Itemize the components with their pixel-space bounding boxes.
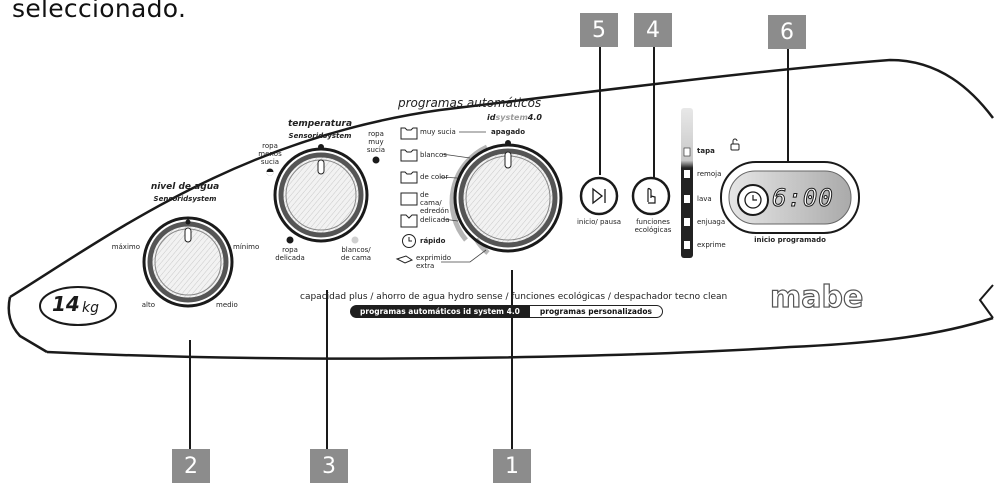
programs-subtitle: idsystem4.0: [487, 113, 542, 122]
stage-rinse-label: enjuaga: [697, 218, 726, 226]
water-level-subtitle: Sensoridsystem: [153, 195, 217, 203]
callout-2: 2: [172, 449, 210, 483]
temperature-title: temperatura: [287, 119, 353, 129]
callout-5: 5: [580, 13, 618, 47]
program-colors[interactable]: de color: [420, 173, 449, 181]
water-level-high-label: alto: [141, 301, 155, 309]
program-delicate[interactable]: delicada: [420, 216, 450, 224]
programs-dial: [395, 127, 563, 264]
temperature-dial: [266, 144, 380, 244]
callout-6: 6: [768, 15, 806, 49]
delay-start-label: inicio programado: [754, 236, 826, 244]
temperature-very-dirty-label: ropa muy sucia: [366, 130, 386, 154]
water-level-max-label: máximo: [111, 243, 140, 251]
water-level-dial: [142, 216, 234, 308]
water-level-medium-label: medio: [216, 301, 238, 309]
program-very-dirty[interactable]: muy sucia: [420, 128, 456, 136]
start-pause-label: inicio/ pausa: [576, 218, 622, 226]
panel-bottom-edge: [46, 316, 994, 360]
tab-custom-programs[interactable]: programas personalizados: [529, 305, 663, 318]
capacity-badge: [39, 286, 117, 326]
stage-soak-label: remoja: [697, 170, 722, 178]
stage-wash-label: lava: [697, 195, 712, 203]
tab-auto-programs[interactable]: programas automáticos id system 4.0: [350, 305, 530, 318]
water-level-title: nivel de agua: [150, 182, 220, 192]
temperature-less-dirty-label: ropa menos sucia: [258, 142, 282, 166]
heading-text: seleccionado.: [12, 0, 187, 23]
capacity-number: 14: [52, 292, 80, 316]
callout-1: 1: [493, 449, 531, 483]
temperature-delicate-label: ropa delicada: [275, 246, 305, 262]
callout-4: 4: [634, 13, 672, 47]
programs-title: programas automáticos: [398, 96, 542, 110]
program-extra-spin[interactable]: exprimido extra: [416, 254, 452, 270]
display-time: 6:00: [772, 184, 834, 213]
capacity-unit: kg: [82, 300, 99, 316]
eco-functions-button: [631, 176, 671, 216]
callout-3: 3: [310, 449, 348, 483]
start-pause-button: [579, 176, 619, 216]
delay-start-display: [720, 161, 860, 234]
program-bedding[interactable]: de cama/ edredón: [420, 191, 449, 215]
program-whites[interactable]: blancos: [420, 151, 447, 159]
brand-logo: mabe: [770, 280, 863, 315]
temperature-whites-label: blancos/ de cama: [340, 246, 372, 262]
stage-spin-label: exprime: [697, 241, 726, 249]
temperature-subtitle: Sensoridsystem: [288, 132, 352, 140]
water-level-min-label: mínimo: [233, 243, 260, 251]
cycle-status-strip: [681, 108, 740, 258]
program-quick[interactable]: rápido: [420, 237, 446, 245]
lid-label: tapa: [697, 147, 715, 155]
eco-functions-label: funciones ecológicas: [634, 218, 672, 234]
features-text: capacidad plus / ahorro de agua hydro se…: [300, 292, 728, 302]
programs-off-label: apagado: [490, 128, 525, 136]
program-tabs: programas automáticos id system 4.0 prog…: [350, 305, 663, 318]
panel-outline: [9, 58, 994, 299]
